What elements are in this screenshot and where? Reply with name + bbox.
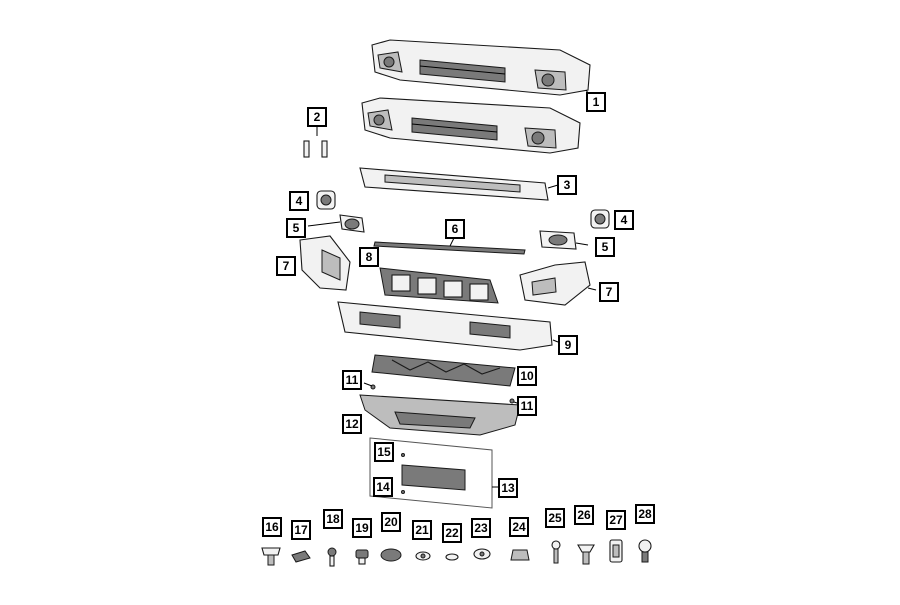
part-2-bolts <box>303 122 328 158</box>
part-4-bezel-right <box>590 209 610 229</box>
part-10-skid-bracket <box>371 354 516 387</box>
callout-19: 19 <box>352 518 372 538</box>
callout-11-left: 11 <box>342 370 362 390</box>
fastener-25 <box>551 540 561 564</box>
fastener-22 <box>445 553 459 561</box>
callout-18: 18 <box>323 509 343 529</box>
callout-25: 25 <box>545 508 565 528</box>
callout-23: 23 <box>471 518 491 538</box>
callout-10: 10 <box>517 366 537 386</box>
fastener-18 <box>327 547 337 567</box>
fastener-21 <box>415 551 431 561</box>
fastener-20 <box>380 548 402 562</box>
callout-11-right: 11 <box>517 396 537 416</box>
fastener-17 <box>291 550 311 563</box>
callout-3: 3 <box>557 175 577 195</box>
callout-7-right: 7 <box>599 282 619 302</box>
part-12-skid-plate <box>359 394 521 436</box>
part-1-bumper-fascia-upper <box>371 39 591 96</box>
part-5-fog-bezel-left <box>307 214 365 233</box>
callout-27: 27 <box>606 510 626 530</box>
callout-20: 20 <box>381 512 401 532</box>
part-7-end-cap-left <box>299 235 351 291</box>
callout-15: 15 <box>374 442 394 462</box>
fastener-26 <box>577 544 595 565</box>
callout-2: 2 <box>307 107 327 127</box>
callout-26: 26 <box>574 505 594 525</box>
callout-24: 24 <box>509 517 529 537</box>
part-1-bumper-fascia-lower <box>361 97 581 154</box>
fastener-23 <box>473 548 491 560</box>
callout-14: 14 <box>373 477 393 497</box>
fastener-28 <box>638 539 652 563</box>
fastener-19 <box>355 549 369 565</box>
part-5-fog-bezel-right <box>539 230 589 250</box>
callout-7-left: 7 <box>276 256 296 276</box>
part-9-lower-bumper <box>337 301 559 351</box>
fastener-27 <box>609 539 623 563</box>
callout-13: 13 <box>498 478 518 498</box>
callout-21: 21 <box>412 520 432 540</box>
callout-8: 8 <box>359 247 379 267</box>
part-3-reinforcement-bar <box>359 167 559 201</box>
callout-6: 6 <box>445 219 465 239</box>
callout-9: 9 <box>558 335 578 355</box>
callout-5-right: 5 <box>595 237 615 257</box>
callout-28: 28 <box>635 504 655 524</box>
part-7-end-cap-right <box>519 261 597 306</box>
part-8-grille-insert <box>379 267 499 304</box>
fastener-16 <box>261 547 281 566</box>
part-4-bezel-left <box>316 190 336 210</box>
fastener-24 <box>510 549 530 561</box>
callout-22: 22 <box>442 523 462 543</box>
callout-5-left: 5 <box>286 218 306 238</box>
callout-16: 16 <box>262 517 282 537</box>
part-13-license-plate-area <box>369 437 498 509</box>
callout-4-right: 4 <box>614 210 634 230</box>
callout-1: 1 <box>586 92 606 112</box>
callout-12: 12 <box>342 414 362 434</box>
callout-17: 17 <box>291 520 311 540</box>
callout-4-left: 4 <box>289 191 309 211</box>
